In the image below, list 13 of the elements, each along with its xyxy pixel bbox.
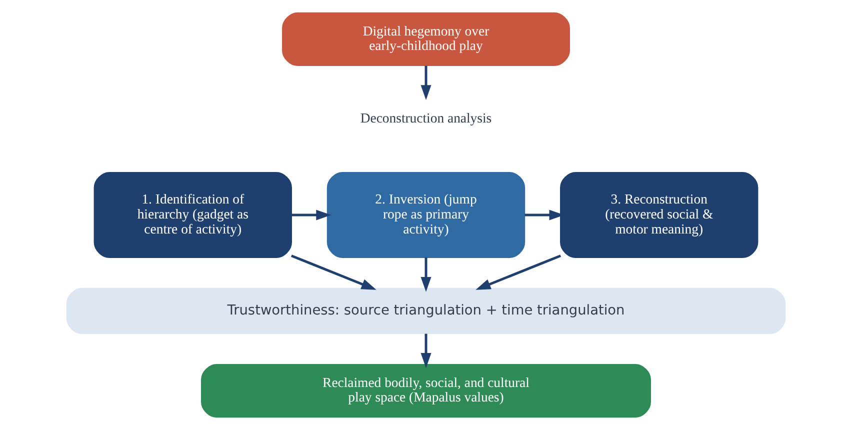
arrow (292, 210, 332, 220)
node-box: 1. Identification of hierarchy (gadget as centre of activity) (94, 172, 292, 258)
node-text: Deconstruction analysis (360, 110, 492, 126)
arrow (420, 258, 432, 292)
node-box: 3. Reconstruction (recovered social & motor meaning) (560, 172, 758, 258)
node-box: 2. Inversion (jump rope as primary activity) (326, 172, 526, 258)
node-box: Reclaimed bodily, social, and cultural play space (Mapalus values) (201, 364, 651, 418)
node-box: Digital hegemony over early-childhood play (282, 12, 570, 66)
arrow (290, 254, 376, 290)
arrow (420, 334, 432, 368)
arrow (420, 66, 432, 100)
arrow (476, 254, 562, 290)
node-box: Trustworthiness: source triangulation + time triangulation (66, 288, 786, 334)
